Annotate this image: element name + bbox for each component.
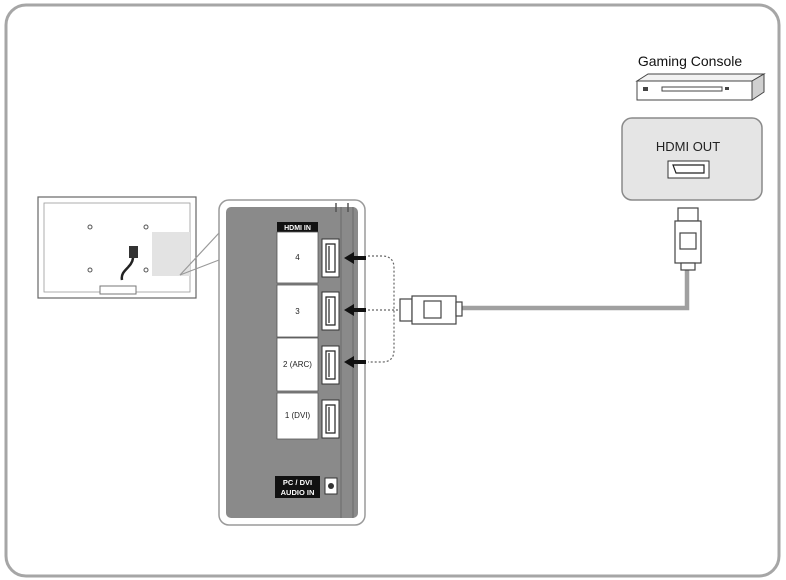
hdmi-out-label: HDMI OUT xyxy=(656,139,720,154)
hdmi-plug-icon xyxy=(399,295,463,325)
audio-in-label-box xyxy=(275,476,320,498)
hdmi-port-icon xyxy=(321,345,340,385)
tv-rear-icon xyxy=(37,196,197,299)
audio-in-label-line2: AUDIO IN xyxy=(281,488,315,497)
arrow-left-icon xyxy=(344,356,366,368)
hdmi-port-icon xyxy=(667,160,710,179)
zoom-callout xyxy=(179,232,220,276)
port-label-2-arc: 2 (ARC) xyxy=(283,360,312,369)
power-cord-icon xyxy=(120,246,138,281)
hdmi-port-icon xyxy=(321,399,340,439)
hdmi-cable xyxy=(460,270,690,311)
device-name-label: Gaming Console xyxy=(638,53,742,69)
port-label-3: 3 xyxy=(295,307,300,316)
port-choice-bracket xyxy=(368,255,400,363)
hdmi-port-icon xyxy=(321,238,340,278)
hdmi-plug-icon xyxy=(674,207,702,271)
arrow-left-icon xyxy=(344,252,366,264)
hdmi-in-header xyxy=(277,222,318,232)
audio-jack-icon xyxy=(324,477,338,495)
arrow-left-icon xyxy=(344,304,366,316)
port-label-1-dvi: 1 (DVI) xyxy=(285,411,311,420)
hdmi-in-header-label: HDMI IN xyxy=(284,225,311,232)
port-label-boxes xyxy=(276,231,319,440)
hdmi-port-icon xyxy=(321,291,340,331)
diagram-frame xyxy=(4,3,781,578)
audio-in-label-line1: PC / DVI xyxy=(283,478,312,487)
gaming-console-icon xyxy=(635,73,766,101)
hdmi-out-box xyxy=(621,117,763,201)
port-label-4: 4 xyxy=(295,253,300,262)
